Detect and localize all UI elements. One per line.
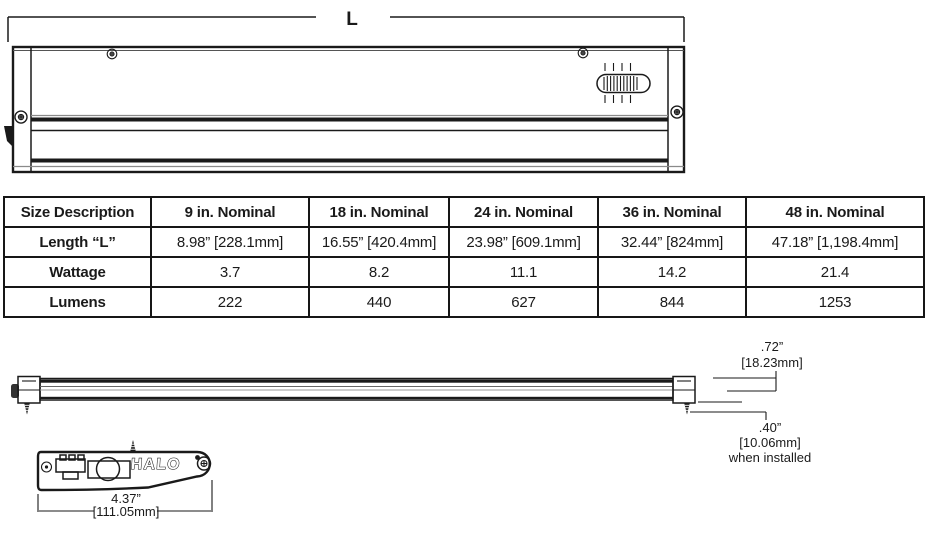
length-value: 32.44” [824mm] bbox=[597, 226, 747, 258]
switch-knob-hatch bbox=[603, 76, 638, 91]
installed-note-label: when installed bbox=[728, 450, 811, 465]
left-connector-tab bbox=[4, 126, 13, 147]
left-mounting-screw-icon bbox=[23, 402, 31, 415]
right-mounting-screw-icon bbox=[683, 402, 691, 415]
knockout-port bbox=[87, 456, 131, 482]
slide-switch bbox=[596, 63, 651, 103]
right-cap-screw-icon bbox=[670, 105, 684, 119]
col-header-18in: 18 in. Nominal bbox=[308, 196, 450, 228]
length-value: 47.18” [1,198.4mm] bbox=[745, 226, 925, 258]
top-right-screw-icon bbox=[577, 47, 589, 59]
lumens-value: 1253 bbox=[745, 286, 925, 318]
fixture-body bbox=[4, 45, 686, 174]
table-row-lumens: Lumens 222 440 627 844 1253 bbox=[3, 286, 925, 318]
wattage-value: 11.1 bbox=[448, 256, 599, 288]
length-dimension-label: L bbox=[346, 9, 358, 30]
end-view-screw-icon bbox=[129, 439, 137, 452]
col-header-size-description: Size Description bbox=[3, 196, 152, 228]
lumens-value: 222 bbox=[150, 286, 310, 318]
end-view-body-outline bbox=[36, 450, 211, 492]
wattage-value: 14.2 bbox=[597, 256, 747, 288]
end-width-inches-label: 4.37” bbox=[111, 491, 141, 506]
switch-ticks-top bbox=[604, 63, 632, 71]
halo-brand-logo: HALO bbox=[130, 456, 181, 473]
left-end-knob bbox=[11, 384, 19, 398]
end-width-mm-label: [111.05mm] bbox=[93, 504, 160, 519]
col-header-24in: 24 in. Nominal bbox=[448, 196, 599, 228]
row-label-lumens: Lumens bbox=[3, 286, 152, 318]
lumens-value: 844 bbox=[597, 286, 747, 318]
table-row-length: Length “L” 8.98” [228.1mm] 16.55” [420.4… bbox=[3, 226, 925, 258]
installed-depth-dimension: .40” [10.06mm] when installed bbox=[690, 401, 811, 465]
col-header-36in: 36 in. Nominal bbox=[597, 196, 747, 228]
switch-ticks-bottom bbox=[604, 95, 632, 103]
length-value: 16.55” [420.4mm] bbox=[308, 226, 450, 258]
length-value: 23.98” [609.1mm] bbox=[448, 226, 599, 258]
length-dimension: L bbox=[7, 9, 685, 42]
table-header-row: Size Description 9 in. Nominal 18 in. No… bbox=[3, 196, 925, 228]
fixture-front-view-drawing: L bbox=[4, 9, 686, 174]
end-view-width-dimension: 4.37” [111.05mm] bbox=[37, 480, 213, 519]
fixture-side-and-end-views: .72” [18.23mm] .40” [10.06mm] when insta… bbox=[11, 339, 811, 519]
col-header-48in: 48 in. Nominal bbox=[745, 196, 925, 228]
spec-table: Size Description 9 in. Nominal 18 in. No… bbox=[3, 196, 925, 318]
height-inches-label: .72” bbox=[761, 339, 783, 354]
installed-mm-label: [10.06mm] bbox=[739, 435, 800, 450]
col-header-9in: 9 in. Nominal bbox=[150, 196, 310, 228]
row-label-wattage: Wattage bbox=[3, 256, 152, 288]
lumens-value: 627 bbox=[448, 286, 599, 318]
wiring-connector bbox=[55, 454, 86, 480]
length-value: 8.98” [228.1mm] bbox=[150, 226, 310, 258]
row-label-length: Length “L” bbox=[3, 226, 152, 258]
left-cap-screw-icon bbox=[14, 110, 28, 124]
height-mm-label: [18.23mm] bbox=[741, 355, 802, 370]
fixture-side-view-drawing bbox=[11, 375, 696, 415]
table-row-wattage: Wattage 3.7 8.2 11.1 14.2 21.4 bbox=[3, 256, 925, 288]
fixture-end-view-drawing: HALO bbox=[36, 439, 212, 492]
height-dimension: .72” [18.23mm] bbox=[713, 339, 803, 392]
wattage-value: 21.4 bbox=[745, 256, 925, 288]
wattage-value: 8.2 bbox=[308, 256, 450, 288]
switch-slot bbox=[596, 73, 651, 94]
installed-inches-label: .40” bbox=[759, 420, 781, 435]
lumens-value: 440 bbox=[308, 286, 450, 318]
wattage-value: 3.7 bbox=[150, 256, 310, 288]
